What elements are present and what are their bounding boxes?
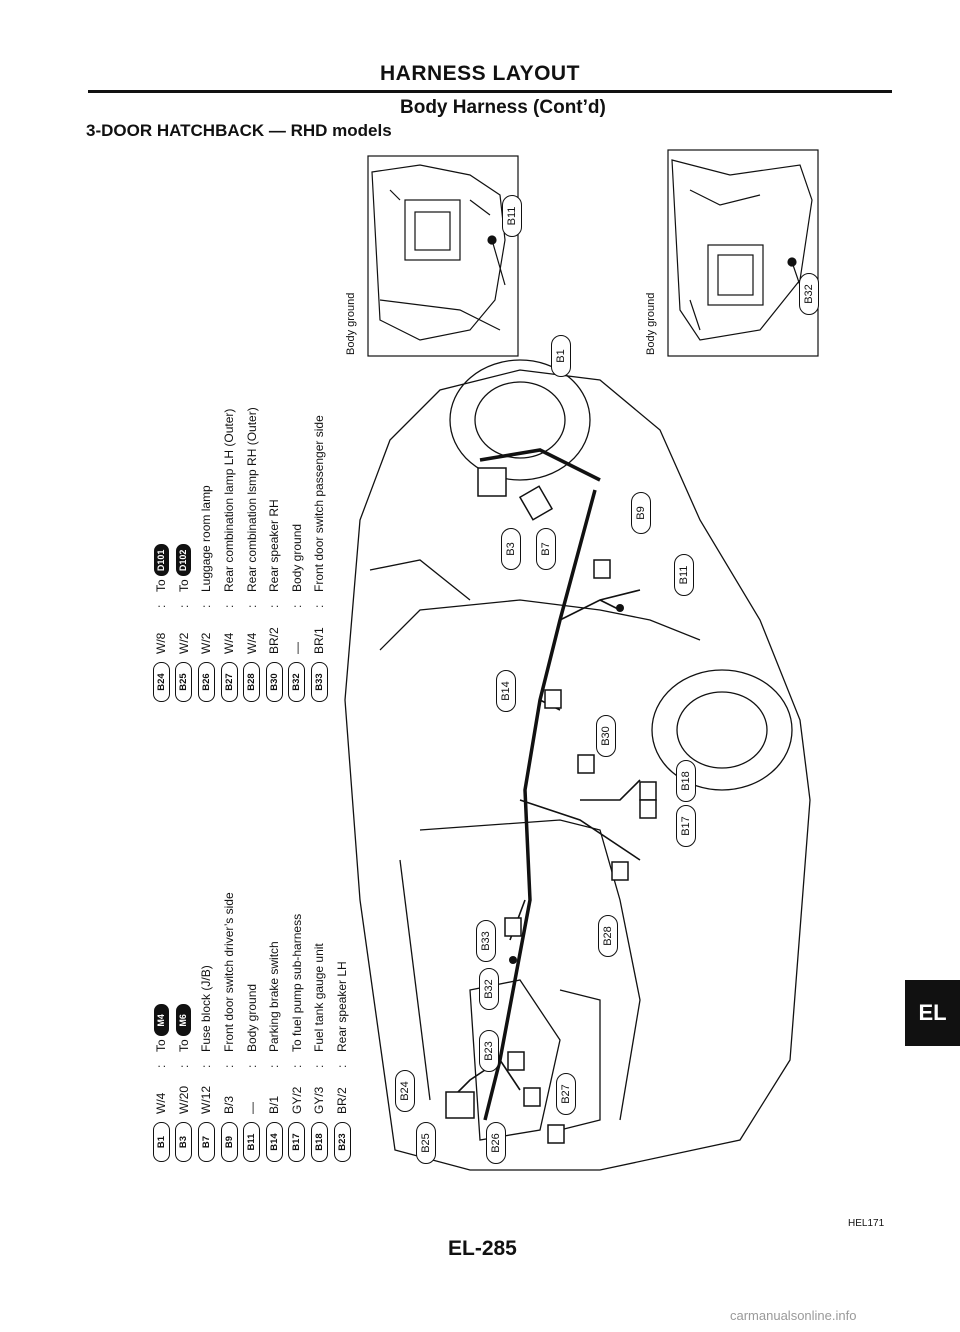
callout-b7: B7 [536, 528, 556, 570]
callout-b27: B27 [556, 1073, 576, 1115]
callout-b17: B17 [676, 805, 696, 847]
inset-b11 [367, 155, 519, 357]
callout-b11: B11 [502, 195, 522, 237]
callout-b24: B24 [395, 1070, 415, 1112]
callout-b18: B18 [676, 760, 696, 802]
car-body [344, 359, 811, 1171]
section-heading: 3-DOOR HATCHBACK — RHD models [86, 121, 392, 140]
page-subtitle: Body Harness (Cont’d) [400, 97, 606, 118]
callout-b28: B28 [598, 915, 618, 957]
page-number: EL-285 [448, 1237, 517, 1260]
callout-b32: B32 [479, 968, 499, 1010]
title-rule [88, 90, 892, 93]
callout-b3: B3 [501, 528, 521, 570]
harness-branches [449, 589, 641, 1101]
harness-main [479, 448, 601, 1121]
inset-b32 [667, 149, 819, 357]
callout-b9: B9 [631, 492, 651, 534]
callout-b30: B30 [596, 715, 616, 757]
callout-b32: B32 [799, 273, 819, 315]
callout-b23: B23 [479, 1030, 499, 1072]
callout-b11: B11 [674, 554, 694, 596]
connectors [445, 467, 657, 1144]
section-tab: EL [905, 980, 960, 1046]
figure-code: HEL171 [848, 1218, 885, 1229]
inset-label-b11: Body ground [345, 292, 357, 355]
page-title: HARNESS LAYOUT [380, 62, 580, 85]
callout-b33: B33 [476, 920, 496, 962]
callout-b1: B1 [551, 335, 571, 377]
callout-b26: B26 [486, 1122, 506, 1164]
callout-b14: B14 [496, 670, 516, 712]
callout-b25: B25 [416, 1122, 436, 1164]
inset-label-b32: Body ground [645, 292, 657, 355]
watermark: carmanualsonline.info [730, 1308, 857, 1323]
